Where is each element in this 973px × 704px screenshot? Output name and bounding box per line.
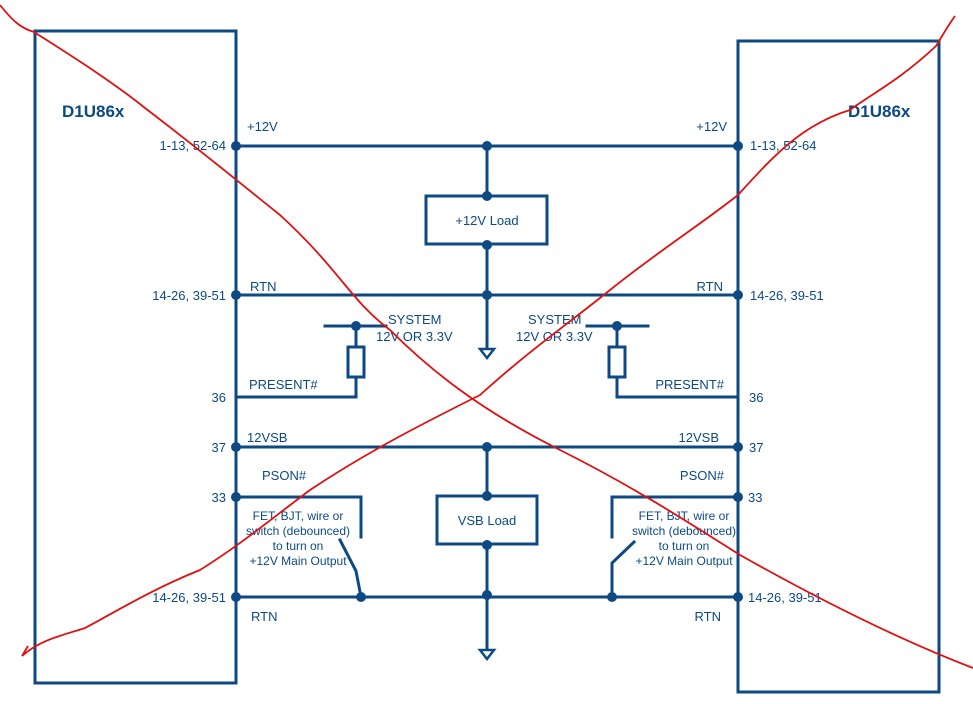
left-vsb-pin: 37	[212, 440, 226, 455]
right-v12-net-label: +12V	[696, 119, 727, 134]
right-system-label-2: 12V OR 3.3V	[516, 329, 593, 344]
strike-line-tail	[21, 645, 29, 657]
right-rtn-top-node	[733, 290, 743, 300]
strike-line-descending	[0, 4, 973, 669]
right-switch-note-1: FET, BJT, wire or	[639, 509, 730, 523]
left-rtn-top-node	[231, 290, 241, 300]
v12-load-label: +12V Load	[455, 213, 518, 228]
left-switch-note-2: switch (debounced)	[246, 524, 350, 538]
right-rtn-bottom-pins: 14-26, 39-51	[748, 590, 822, 605]
right-switch-note-3: to turn on	[659, 539, 710, 553]
right-pson-pin: 33	[748, 490, 762, 505]
right-pson-node	[733, 492, 743, 502]
right-vsb-node	[733, 442, 743, 452]
right-rtn-top-pins: 14-26, 39-51	[750, 288, 824, 303]
left-v12-net-label: +12V	[247, 119, 278, 134]
right-v12-pins: 1-13, 52-64	[750, 138, 817, 153]
left-pson-node	[231, 492, 241, 502]
strike-line-ascending	[21, 15, 956, 657]
left-rtn-top-net-label: RTN	[250, 279, 276, 294]
left-module-title: D1U86x	[62, 102, 125, 121]
left-rtn-bottom-net-label: RTN	[251, 609, 277, 624]
left-rtn-bottom-pins: 14-26, 39-51	[152, 590, 226, 605]
vsb-load-top-node	[482, 491, 492, 501]
left-present-net-label: PRESENT#	[249, 377, 318, 392]
left-module-box	[33, 29, 238, 685]
right-rtn-bottom-node	[733, 592, 743, 602]
left-rtn-bottom-node	[231, 592, 241, 602]
right-module-box	[736, 39, 941, 694]
left-vsb-node	[231, 442, 241, 452]
vsb-load-label: VSB Load	[458, 513, 517, 528]
right-pson-net-label: PSON#	[680, 468, 725, 483]
right-rtn-top-net-label: RTN	[697, 279, 723, 294]
left-pson-net-label: PSON#	[262, 468, 307, 483]
right-module-title: D1U86x	[848, 102, 911, 121]
v12-load-top-node	[482, 191, 492, 201]
right-switch-note-2: switch (debounced)	[632, 524, 736, 538]
right-switch-icon	[610, 539, 637, 599]
right-vsb-pin: 37	[749, 440, 763, 455]
left-switch-note-4: +12V Main Output	[249, 554, 347, 568]
left-switch-note-3: to turn on	[273, 539, 324, 553]
right-switch-note-4: +12V Main Output	[635, 554, 733, 568]
left-system-label-1: SYSTEM	[388, 312, 441, 327]
left-switch-note-1: FET, BJT, wire or	[253, 509, 344, 523]
right-rtn-bottom-net-label: RTN	[695, 609, 721, 624]
left-v12-node	[231, 141, 241, 151]
left-vsb-net-label: 12VSB	[247, 430, 287, 445]
right-present-pin: 36	[749, 390, 763, 405]
right-present-net-label: PRESENT#	[655, 377, 724, 392]
left-system-label-2: 12V OR 3.3V	[376, 329, 453, 344]
ground-icon	[477, 347, 497, 361]
left-resistor-icon	[346, 345, 366, 379]
left-pson-pin: 33	[212, 490, 226, 505]
right-resistor-icon	[607, 345, 627, 379]
ground-icon	[477, 648, 497, 662]
right-v12-node	[733, 141, 743, 151]
left-rtn-top-pins: 14-26, 39-51	[152, 288, 226, 303]
left-present-pin: 36	[212, 390, 226, 405]
right-vsb-net-label: 12VSB	[679, 430, 719, 445]
left-switch-icon	[337, 537, 363, 599]
